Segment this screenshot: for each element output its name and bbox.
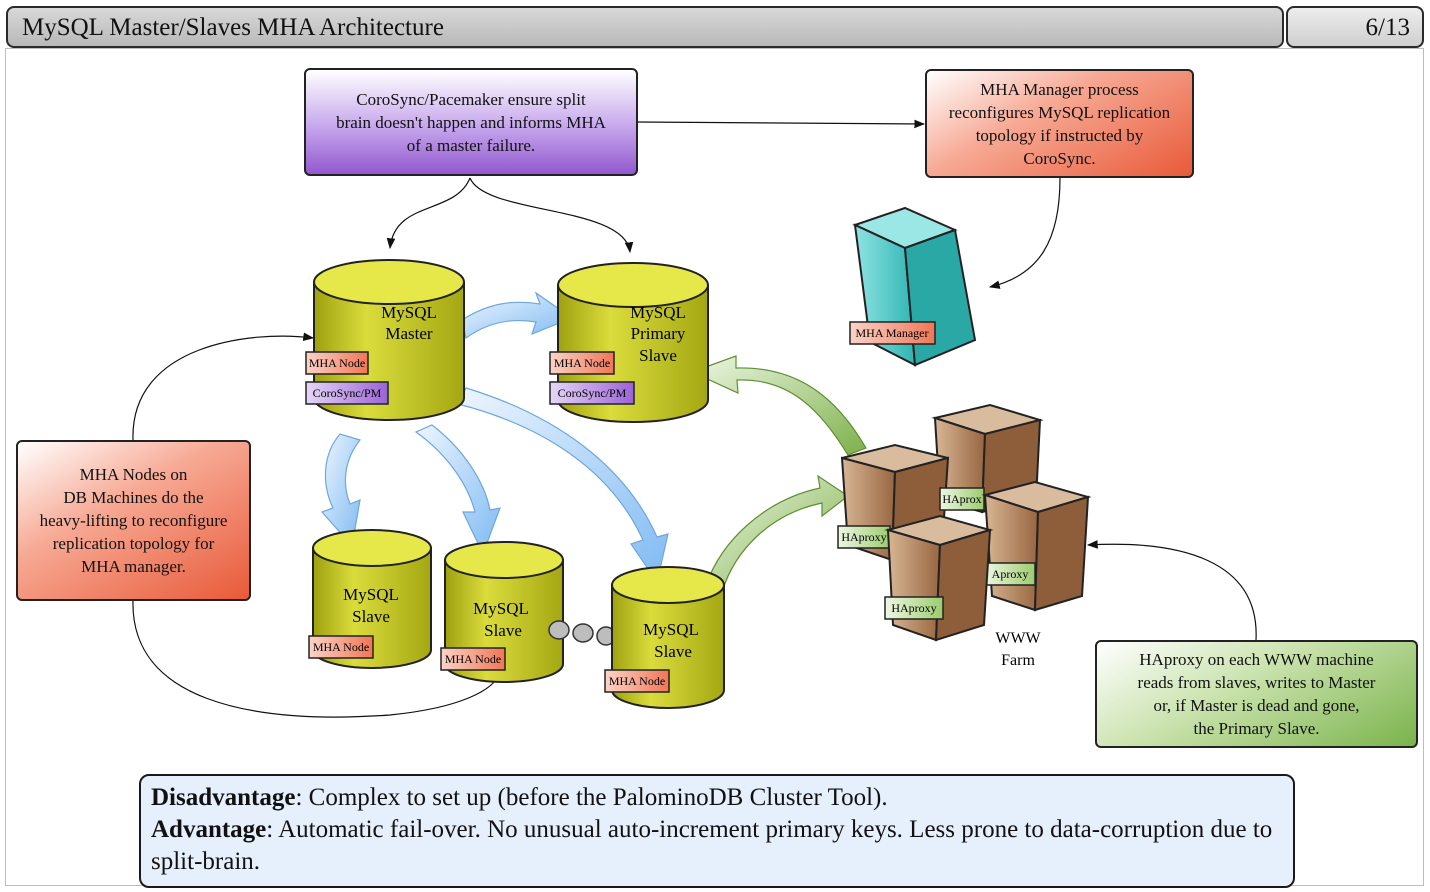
page-number: 6/13 xyxy=(1365,14,1410,41)
db-primary-slave: MySQL Primary Slave MHA Node CoroSync/PM xyxy=(549,262,709,423)
master-to-slave3-replication-arrow xyxy=(457,387,669,584)
summary-box: Disadvantage: Complex to set up (before … xyxy=(139,774,1295,888)
mha-manager-note: MHA Manager process reconfigures MySQL r… xyxy=(925,69,1194,178)
db-master-tag-corosync: CoroSync/PM xyxy=(313,386,382,400)
advantage-label: Advantage xyxy=(151,816,267,843)
db-slave2-line1: MySQL xyxy=(473,599,529,618)
www-tag-1: HAproxy xyxy=(841,530,886,544)
manager-to-server-arrow xyxy=(988,177,1061,289)
db-slave1-tag: MHA Node xyxy=(313,640,369,654)
db-master: MySQL Master MHA Node CoroSync/PM xyxy=(305,259,465,421)
www-tag-3: Aproxy xyxy=(992,567,1029,581)
db-slave2-tag: MHA Node xyxy=(445,652,501,666)
db-primary-line2: Primary xyxy=(631,324,686,343)
corosync-to-primary-arrow xyxy=(469,177,634,254)
master-to-slave2-replication-arrow xyxy=(414,424,501,556)
db-slave-3: MySQL Slave MHA Node xyxy=(604,566,725,709)
disadvantage-text: : Complex to set up (before the Palomino… xyxy=(295,784,888,811)
master-to-primary-replication-arrow xyxy=(461,291,574,340)
haproxy-note-to-farm-arrow xyxy=(1086,540,1257,641)
db-slave-1: MySQL Slave MHA Node xyxy=(308,529,432,669)
www-server-back-tagged: HAprox xyxy=(939,487,985,511)
ellipsis-dots xyxy=(548,620,616,646)
www-server-front: HAproxy xyxy=(884,514,994,642)
haproxy-arrows xyxy=(690,355,867,593)
www-farm-line2: Farm xyxy=(1001,652,1035,669)
mha-manager-server: MHA Manager xyxy=(849,206,977,367)
advantage-line: Advantage: Automatic fail-over. No unusu… xyxy=(151,814,1283,878)
db-slave1-line2: Slave xyxy=(352,607,390,626)
www-tag-2: HAprox xyxy=(942,492,981,506)
db-slave-2: MySQL Slave MHA Node xyxy=(440,541,564,683)
slide-title: MySQL Master/Slaves MHA Architecture xyxy=(22,14,444,41)
disadvantage-line: Disadvantage: Complex to set up (before … xyxy=(151,782,1283,814)
db-primary-line3: Slave xyxy=(639,346,677,365)
www-farm: HAproxy HAprox Aproxy HAproxy WWW xyxy=(837,403,1092,669)
master-to-slave1-replication-arrow xyxy=(320,433,362,548)
nodes-to-master-arrow xyxy=(132,332,315,441)
db-master-line1: MySQL xyxy=(381,303,437,322)
title-bar: MySQL Master/Slaves MHA Architecture xyxy=(6,6,1284,48)
page-indicator: 6/13 xyxy=(1286,6,1424,48)
mha-manager-tag: MHA Manager xyxy=(856,326,929,340)
corosync-note: CoroSync/Pacemaker ensure split brain do… xyxy=(304,68,638,176)
db-slave2-line2: Slave xyxy=(484,621,522,640)
farm-to-primary-arrow xyxy=(690,355,867,456)
corosync-to-master-arrow xyxy=(386,177,471,250)
db-slave3-line1: MySQL xyxy=(643,620,699,639)
db-primary-tag-mha-node: MHA Node xyxy=(554,356,610,370)
db-slave1-line1: MySQL xyxy=(343,585,399,604)
db-primary-tag-corosync: CoroSync/PM xyxy=(558,386,627,400)
advantage-text: : Automatic fail-over. No unusual auto-i… xyxy=(151,816,1273,875)
www-farm-line1: WWW xyxy=(995,630,1041,647)
www-tag-4: HAproxy xyxy=(891,601,936,615)
mha-nodes-note: MHA Nodes on DB Machines do the heavy-li… xyxy=(16,440,251,601)
db-master-tag-mha-node: MHA Node xyxy=(309,356,365,370)
www-server-right: Aproxy xyxy=(981,480,1092,612)
connector-lines xyxy=(132,119,1257,718)
corosync-to-manager-arrow xyxy=(637,119,926,129)
slave3-to-farm-arrow xyxy=(705,474,850,593)
db-master-line2: Master xyxy=(385,324,433,343)
db-slave3-tag: MHA Node xyxy=(609,674,665,688)
db-slave3-line2: Slave xyxy=(654,642,692,661)
haproxy-note: HAproxy on each WWW machine reads from s… xyxy=(1095,640,1418,748)
disadvantage-label: Disadvantage xyxy=(151,784,296,811)
db-primary-line1: MySQL xyxy=(630,303,686,322)
nodes-to-slave-arrow xyxy=(132,599,502,718)
